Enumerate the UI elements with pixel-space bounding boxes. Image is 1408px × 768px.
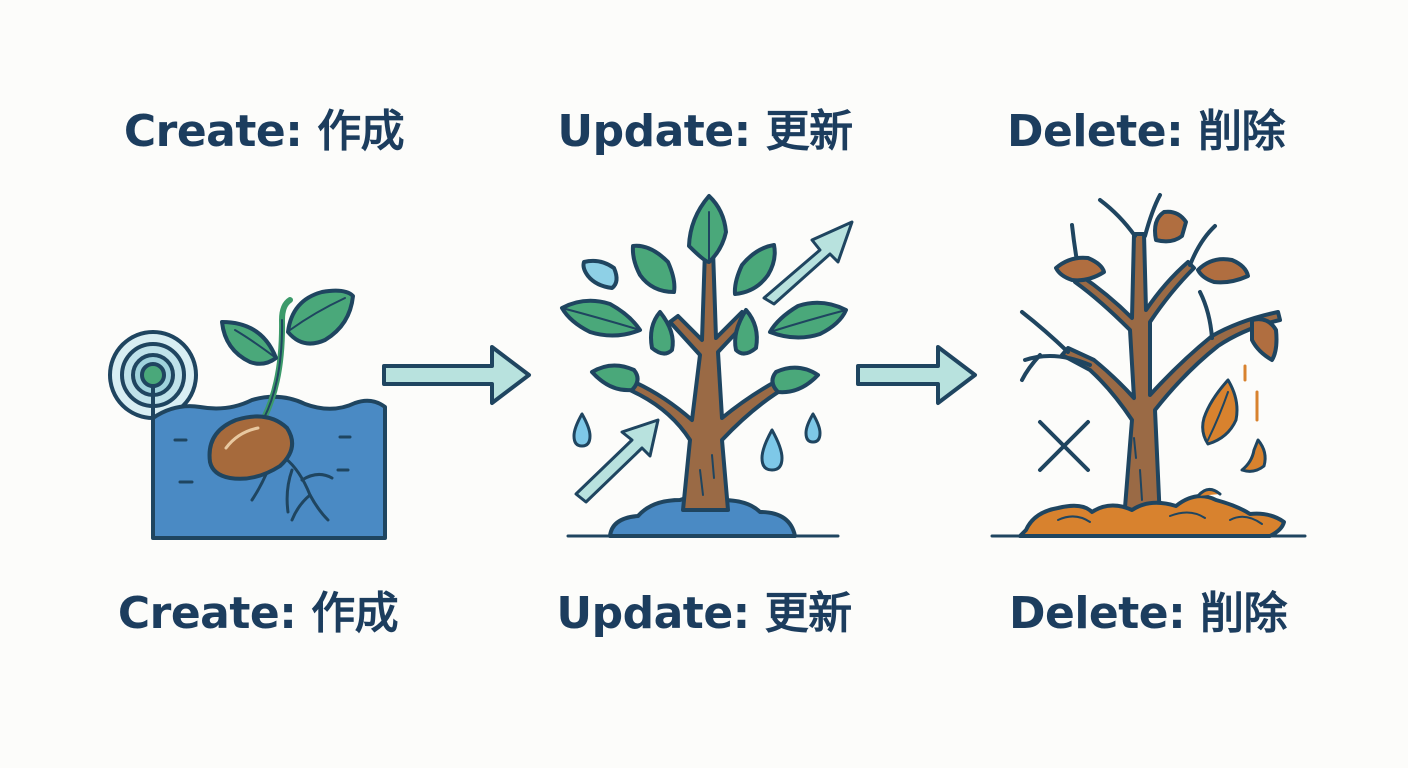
left-sprout-leaf-icon (220, 320, 278, 366)
arrow-right-icon (856, 345, 977, 405)
close-icon (1038, 420, 1090, 472)
dead-tree-icon (990, 193, 1307, 538)
water-drop-icon (804, 412, 822, 444)
arrow-right-icon (382, 345, 531, 405)
leaf-pile-icon (1018, 494, 1286, 538)
leaf-icon (732, 243, 777, 296)
trunk-icon (618, 248, 790, 512)
dry-leaf-icon (1153, 209, 1188, 244)
seedling-icon (108, 288, 387, 540)
dry-leaf-icon (1250, 317, 1279, 362)
create-top-label: Create: 作成 (123, 106, 405, 157)
signal-rings-icon (108, 330, 198, 420)
bare-twigs-icon (1020, 193, 1217, 382)
seed-icon (207, 414, 295, 481)
growing-tree-icon (560, 194, 848, 538)
dry-leaf-icon (1196, 257, 1250, 285)
delete-bottom-label: Delete: 削除 (1008, 588, 1288, 639)
leaf-icon (770, 365, 820, 395)
water-drop-icon (572, 412, 592, 448)
delete-top-label: Delete: 削除 (1006, 106, 1286, 157)
leaf-icon (649, 310, 675, 356)
leaf-icon (590, 363, 640, 393)
water-drop-icon (760, 428, 784, 472)
right-sprout-leaf-icon (286, 288, 355, 346)
growth-arrow-icon (574, 220, 854, 504)
create-bottom-label: Create: 作成 (117, 588, 399, 639)
update-bottom-label: Update: 更新 (556, 588, 852, 639)
leaf-icon (581, 258, 619, 290)
falling-leaf-icon (1240, 438, 1267, 473)
leaf-icon (687, 194, 728, 264)
update-top-label: Update: 更新 (557, 106, 853, 157)
dry-leaf-icon (1054, 255, 1106, 283)
leaf-icon (630, 243, 677, 294)
leaf-icon (733, 308, 759, 356)
